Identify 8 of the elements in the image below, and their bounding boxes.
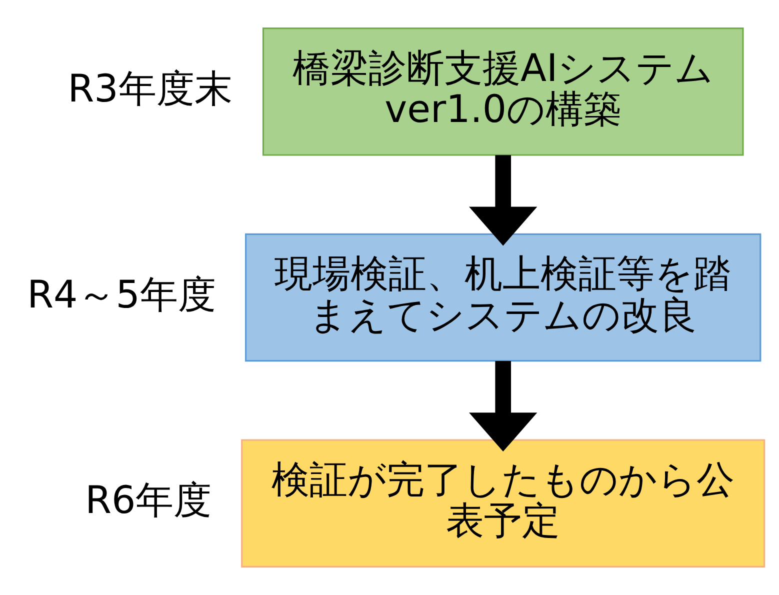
node-box: 橋梁診断支援AIシステムver1.0の構築 bbox=[262, 28, 744, 156]
arrow bbox=[469, 361, 538, 452]
node-label: R6年度 bbox=[85, 478, 212, 522]
node-label: R4～5年度 bbox=[27, 272, 216, 316]
node-box: 現場検証、机上検証等を踏まえてシステムの改良 bbox=[245, 233, 762, 362]
node-box: 検証が完了したものから公表予定 bbox=[241, 439, 766, 568]
node-label: R3年度末 bbox=[68, 66, 232, 110]
arrow bbox=[469, 155, 538, 246]
